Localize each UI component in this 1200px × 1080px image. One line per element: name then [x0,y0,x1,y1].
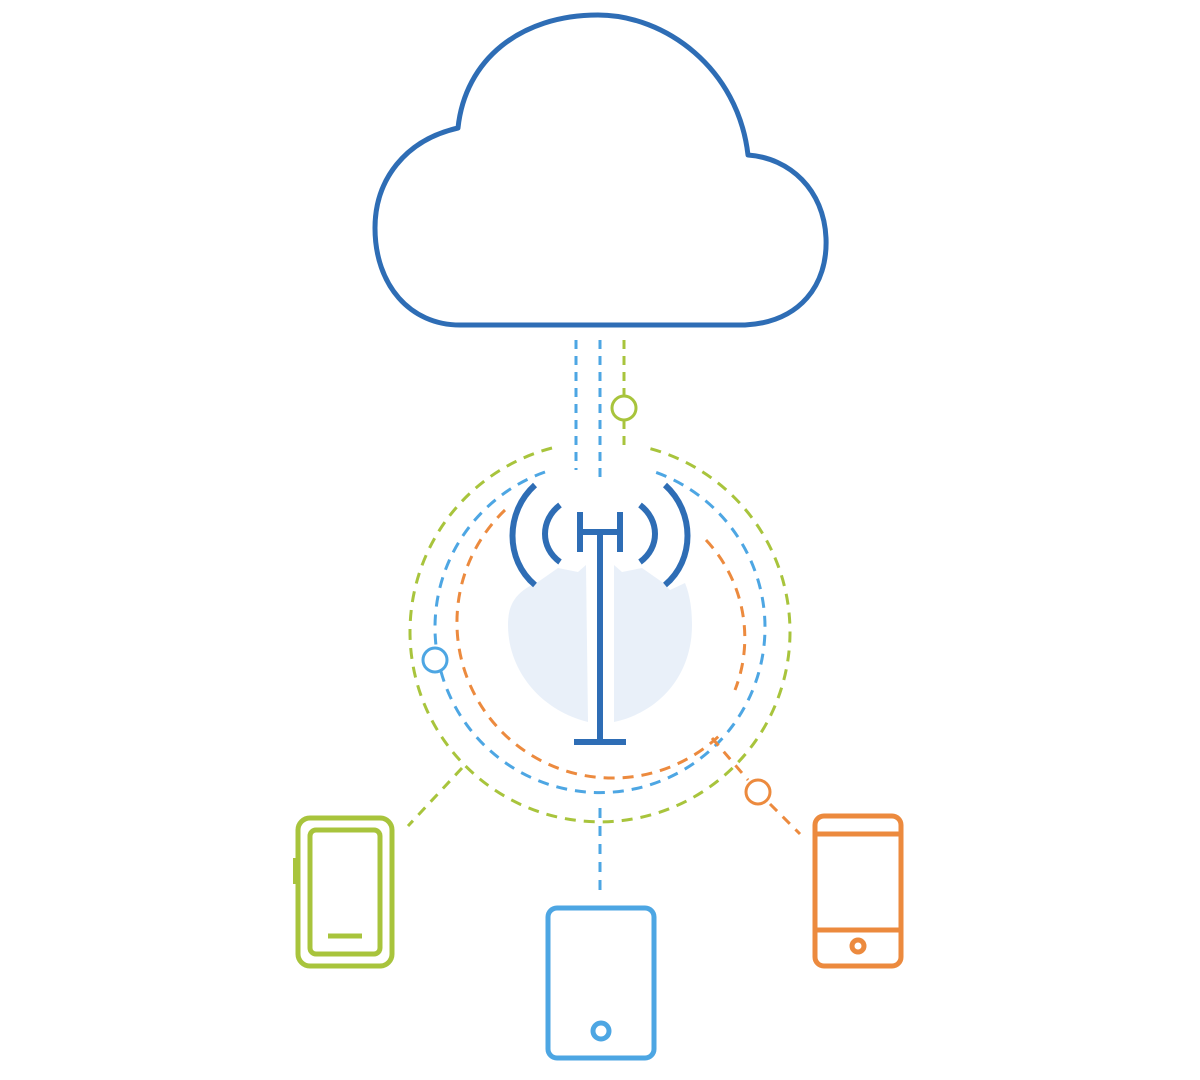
blue-node [421,646,449,674]
device-links [406,737,802,896]
ring-orange-right [704,538,747,691]
orange-node [744,778,772,806]
ring-blue [433,470,767,794]
link-right-device-upper [710,737,750,781]
smartphone-icon [812,813,904,969]
coverage-rings [408,446,792,824]
cell-tower-icon [509,482,691,745]
ring-green [408,446,792,824]
cloud-icon [372,12,829,328]
link-right-device-lower [768,802,802,836]
cloud-uplink-lines [574,340,626,480]
link-left-device [406,766,464,828]
green-node [610,394,638,422]
rugged-phone-icon [293,815,395,969]
tablet-icon [545,905,657,1061]
tower-halo [508,565,692,722]
